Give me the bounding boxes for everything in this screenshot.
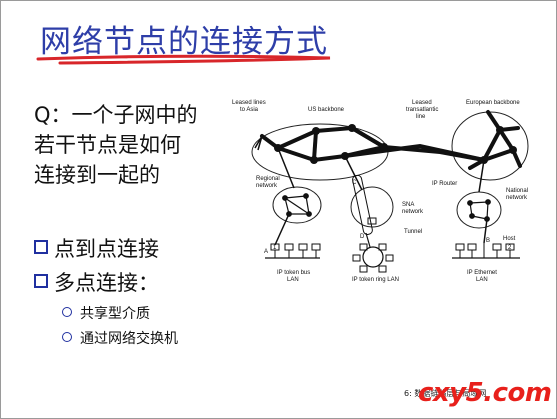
label-box-2: 2 <box>508 245 512 251</box>
national-network-cloud <box>456 191 502 229</box>
label-regional: Regional <box>256 176 280 182</box>
label-transatlantic: transatlantic <box>406 107 438 113</box>
label-b: B <box>486 238 490 244</box>
label-national-network: network <box>506 195 528 201</box>
tunnel-shape <box>352 174 373 235</box>
backbone-nodes <box>274 124 517 164</box>
label-host: Host <box>503 236 516 242</box>
title-underline <box>36 54 331 65</box>
bullet-point-to-point: 点到点连接 <box>34 233 159 263</box>
label-to-asia: to Asia <box>240 107 259 113</box>
label-ip-token-bus: IP token bus <box>277 270 310 276</box>
label-sna-network: network <box>402 209 424 215</box>
label-leased: Leased <box>412 100 432 106</box>
label-line: line <box>416 114 426 120</box>
label-regional-network: network <box>256 183 278 189</box>
token-ring <box>362 246 384 268</box>
question-line-2: 若干节点是如何 <box>34 133 181 157</box>
regional-network-cloud <box>272 186 322 224</box>
sna-network-cloud <box>350 186 394 228</box>
question-line-1: Q：一个子网中的 <box>34 103 198 127</box>
label-ip-ethernet: IP Ethernet <box>467 270 497 276</box>
sub-bullet-shared-medium: 共享型介质 <box>62 303 150 323</box>
circle-bullet-icon <box>62 307 72 317</box>
circle-bullet-icon <box>62 332 72 342</box>
question-line-3: 连接到一起的 <box>34 163 160 187</box>
bullet-label: 点到点连接 <box>54 237 159 261</box>
label-us-backbone: US backbone <box>308 107 345 113</box>
label-lan-1: LAN <box>287 277 299 283</box>
label-box-1: 1 <box>273 245 277 251</box>
label-tunnel: Tunnel <box>404 229 422 235</box>
square-bullet-icon <box>34 240 48 254</box>
slide-title: 网络节点的连接方式 <box>40 24 328 60</box>
label-c: C <box>352 180 357 186</box>
label-european-backbone: European backbone <box>466 100 520 106</box>
label-sna: SNA <box>402 202 414 208</box>
label-ip-token-ring: IP token ring LAN <box>352 277 399 283</box>
label-ip-router: IP Router <box>432 181 457 187</box>
square-bullet-icon <box>34 274 48 288</box>
footer-text: 6: 数据链路层与局域网 <box>404 389 487 398</box>
sub-bullet-label: 共享型介质 <box>80 306 150 322</box>
bullet-multipoint: 多点连接： <box>34 267 159 297</box>
label-national: National <box>506 188 528 194</box>
bullet-label: 多点连接： <box>54 271 159 295</box>
sub-bullet-label: 通过网络交换机 <box>80 331 178 347</box>
label-leased-lines: Leased lines <box>232 100 266 106</box>
question-text: Q：一个子网中的 若干节点是如何 连接到一起的 <box>34 100 198 190</box>
label-d: D <box>360 234 365 240</box>
watermark: cxy5.com <box>418 378 552 408</box>
label-a: A <box>264 249 268 255</box>
network-diagram: Leased lines to Asia US backbone Leased … <box>232 100 529 283</box>
label-lan-3: LAN <box>476 277 488 283</box>
sub-bullet-switch: 通过网络交换机 <box>62 328 178 348</box>
